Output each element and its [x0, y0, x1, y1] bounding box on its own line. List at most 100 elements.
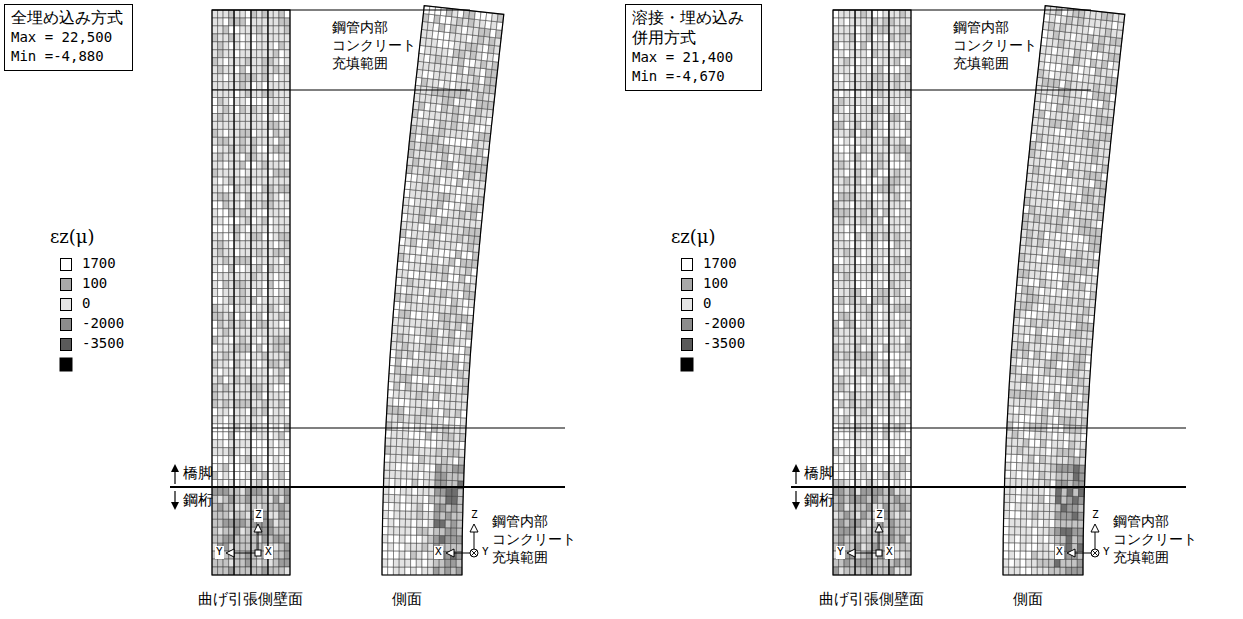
mesh-cell [284, 519, 290, 527]
mesh-cell [388, 559, 394, 567]
mesh-cell [251, 34, 257, 42]
mesh-cell [240, 265, 246, 273]
mesh-cell [262, 249, 268, 257]
mesh-cell [451, 178, 458, 187]
mesh-cell [411, 383, 417, 391]
mesh-cell [251, 193, 257, 201]
mesh-cell [434, 512, 440, 520]
mesh-cell [262, 265, 268, 273]
mesh-cell [407, 214, 413, 223]
mesh-cell [425, 272, 431, 281]
mesh-cell [218, 161, 224, 169]
mesh-cell [456, 242, 463, 250]
mesh-cell [273, 511, 279, 519]
mesh-cell [257, 185, 263, 193]
mesh-cell [435, 224, 441, 233]
mesh-cell [454, 202, 461, 211]
mesh-cell [383, 510, 389, 518]
mesh-cell [212, 456, 218, 464]
mesh-cell [406, 286, 412, 295]
mesh-cell [437, 144, 444, 153]
mesh-cell [416, 399, 422, 407]
mesh-cell [245, 559, 251, 567]
mesh-cell [460, 267, 466, 275]
mesh-cell [284, 448, 290, 456]
mesh-cell [436, 104, 443, 113]
mesh-cell [419, 343, 425, 351]
mesh-cell [442, 209, 448, 218]
mesh-cell [234, 495, 240, 503]
mesh-cell [417, 519, 423, 527]
mesh-cell [245, 66, 251, 74]
mesh-cell [284, 511, 290, 519]
mesh-cell [257, 408, 263, 416]
mesh-cell [279, 34, 285, 42]
mesh-cell [257, 26, 263, 34]
mesh-cell [431, 264, 437, 273]
mesh-cell [234, 567, 240, 575]
mesh-cell [262, 50, 268, 58]
mesh-line [250, 10, 251, 575]
mesh-cell [483, 93, 490, 102]
mesh-cell [218, 98, 224, 106]
mesh-cell [218, 177, 224, 185]
mesh-cell [434, 63, 441, 72]
mesh-cell [408, 335, 414, 343]
mesh-cell [452, 162, 459, 171]
mesh-cell [395, 479, 401, 487]
mesh-cell [279, 440, 285, 448]
mesh-cell [240, 456, 246, 464]
mesh-cell [434, 176, 441, 185]
mesh-cell [245, 289, 251, 297]
mesh-cell [394, 503, 400, 511]
mesh-cell [409, 190, 416, 199]
mesh-cell [446, 64, 453, 73]
mesh-cell [444, 137, 451, 146]
mesh-cell [409, 407, 415, 415]
mesh-cell [279, 416, 285, 424]
mesh-cell [262, 456, 268, 464]
mesh-cell [240, 26, 246, 34]
mesh-cell [400, 487, 406, 495]
mesh-cell [262, 90, 268, 98]
mesh-cell [448, 145, 455, 154]
mesh-cell [284, 543, 290, 551]
mesh-cell [240, 153, 246, 161]
mesh-cell [273, 543, 279, 551]
mesh-cell [223, 129, 229, 137]
mesh-cell [212, 137, 218, 145]
mesh-cell [445, 528, 451, 536]
mesh-cell [251, 18, 257, 26]
mesh-cell [212, 408, 218, 416]
mesh-cell [420, 335, 426, 343]
mesh-cell [444, 409, 450, 417]
mesh-cell [428, 551, 434, 559]
mesh-cell [251, 567, 257, 575]
mesh-cell [445, 16, 452, 25]
mesh-cell [449, 258, 455, 267]
mesh-cell [398, 398, 404, 406]
mesh-cell [273, 448, 279, 456]
mesh-cell [218, 456, 224, 464]
mesh-cell [279, 392, 285, 400]
mesh-cell [440, 377, 446, 385]
mesh-cell [257, 392, 263, 400]
mesh-cell [273, 66, 279, 74]
mesh-cell [399, 551, 405, 559]
mesh-cell [257, 384, 263, 392]
mesh-cell [284, 161, 290, 169]
mesh-cell [240, 137, 246, 145]
mesh-cell [470, 220, 477, 229]
mesh-cell [433, 23, 440, 32]
mesh-cell [262, 495, 268, 503]
mesh-cell [273, 209, 279, 217]
mesh-cell [262, 74, 268, 82]
mesh-cell [456, 314, 462, 322]
mesh-cell [262, 106, 268, 114]
mesh-cell [411, 527, 417, 535]
mesh-cell [251, 50, 257, 58]
mesh-cell [240, 376, 246, 384]
mesh-cell [279, 233, 285, 241]
mesh-cell [279, 241, 285, 249]
mesh-cell [245, 567, 251, 575]
